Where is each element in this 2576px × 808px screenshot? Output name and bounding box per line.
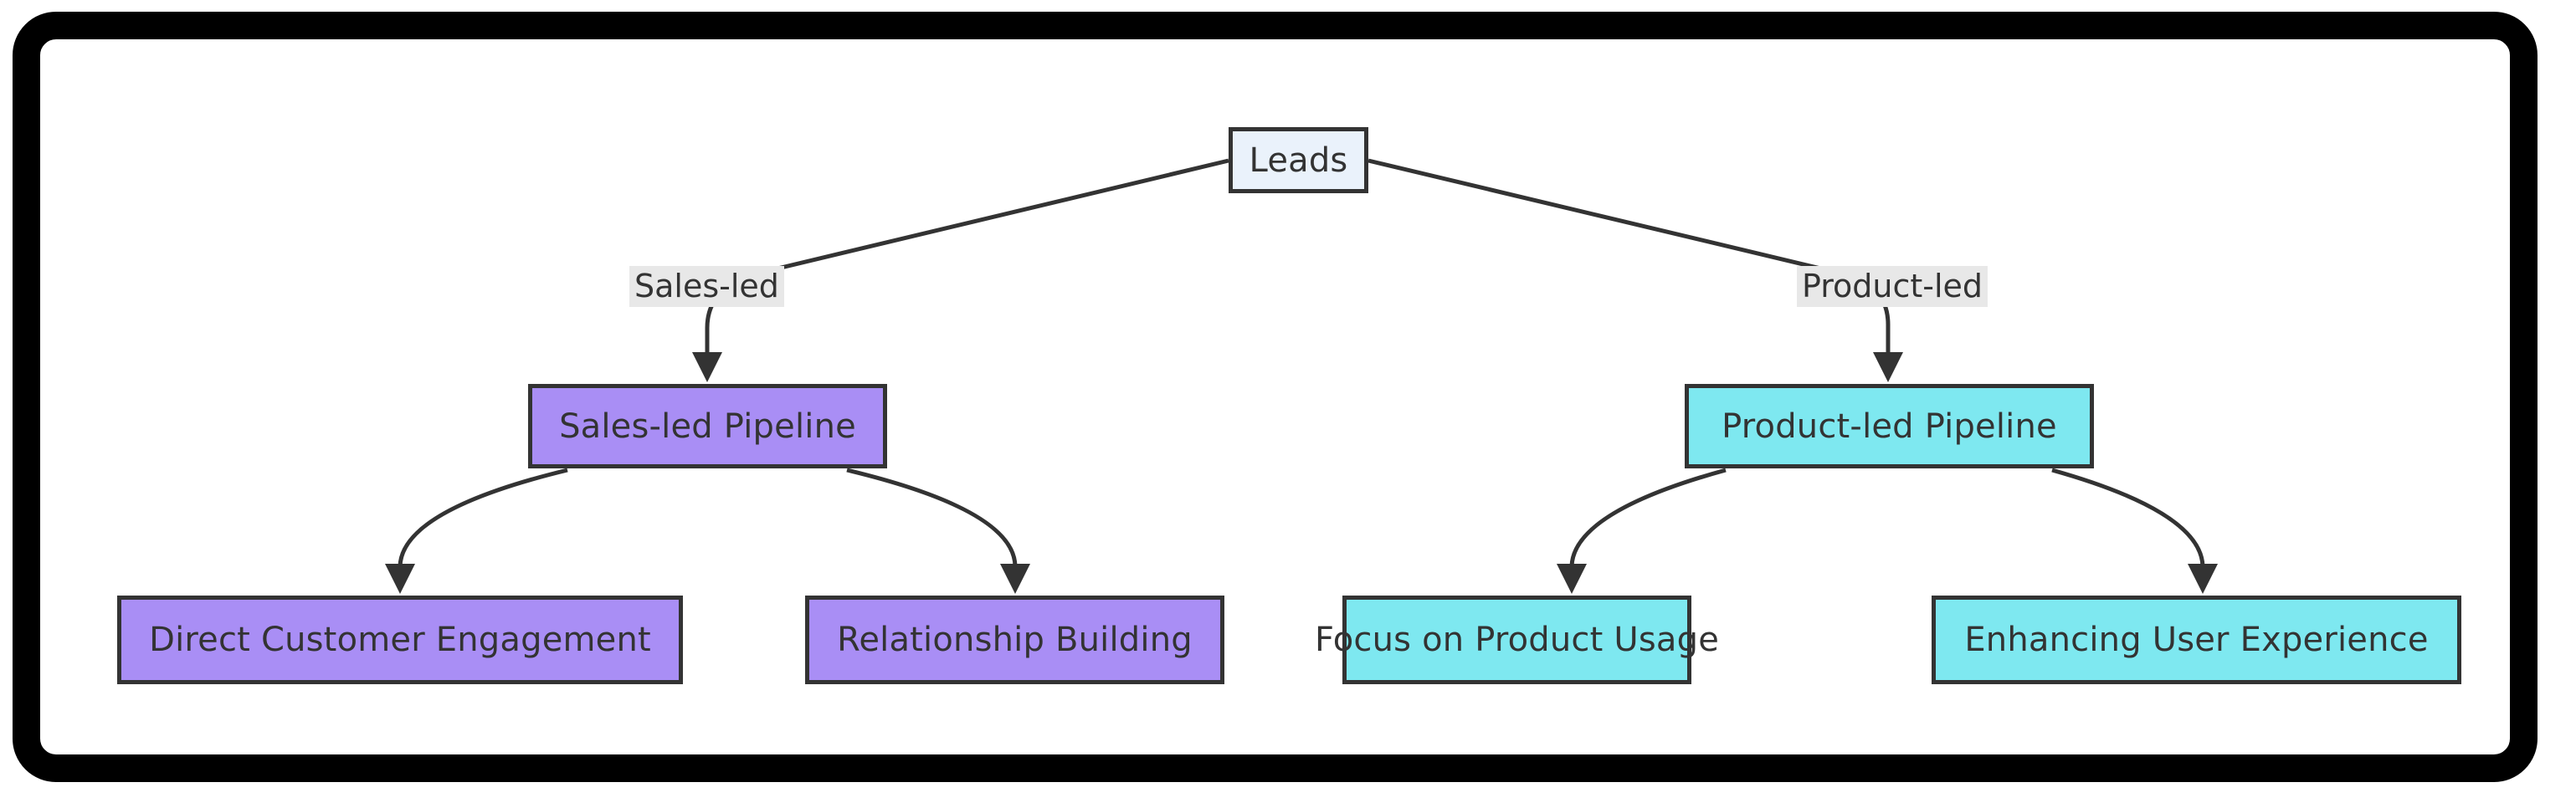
edge-label-product-led: Product-led	[1797, 266, 1988, 307]
node-focus-on-product-usage[interactable]: Focus on Product Usage	[1315, 596, 1719, 684]
edge-label-sales-led: Sales-led	[629, 266, 784, 307]
node-leads[interactable]: Leads	[1229, 127, 1368, 193]
node-relationship-building[interactable]: Relationship Building	[805, 596, 1224, 684]
node-enhancing-user-experience[interactable]: Enhancing User Experience	[1932, 596, 2461, 684]
node-product-led-pipeline[interactable]: Product-led Pipeline	[1685, 384, 2094, 468]
node-sales-led-pipeline[interactable]: Sales-led Pipeline	[528, 384, 887, 468]
node-direct-customer-engagement[interactable]: Direct Customer Engagement	[117, 596, 683, 684]
